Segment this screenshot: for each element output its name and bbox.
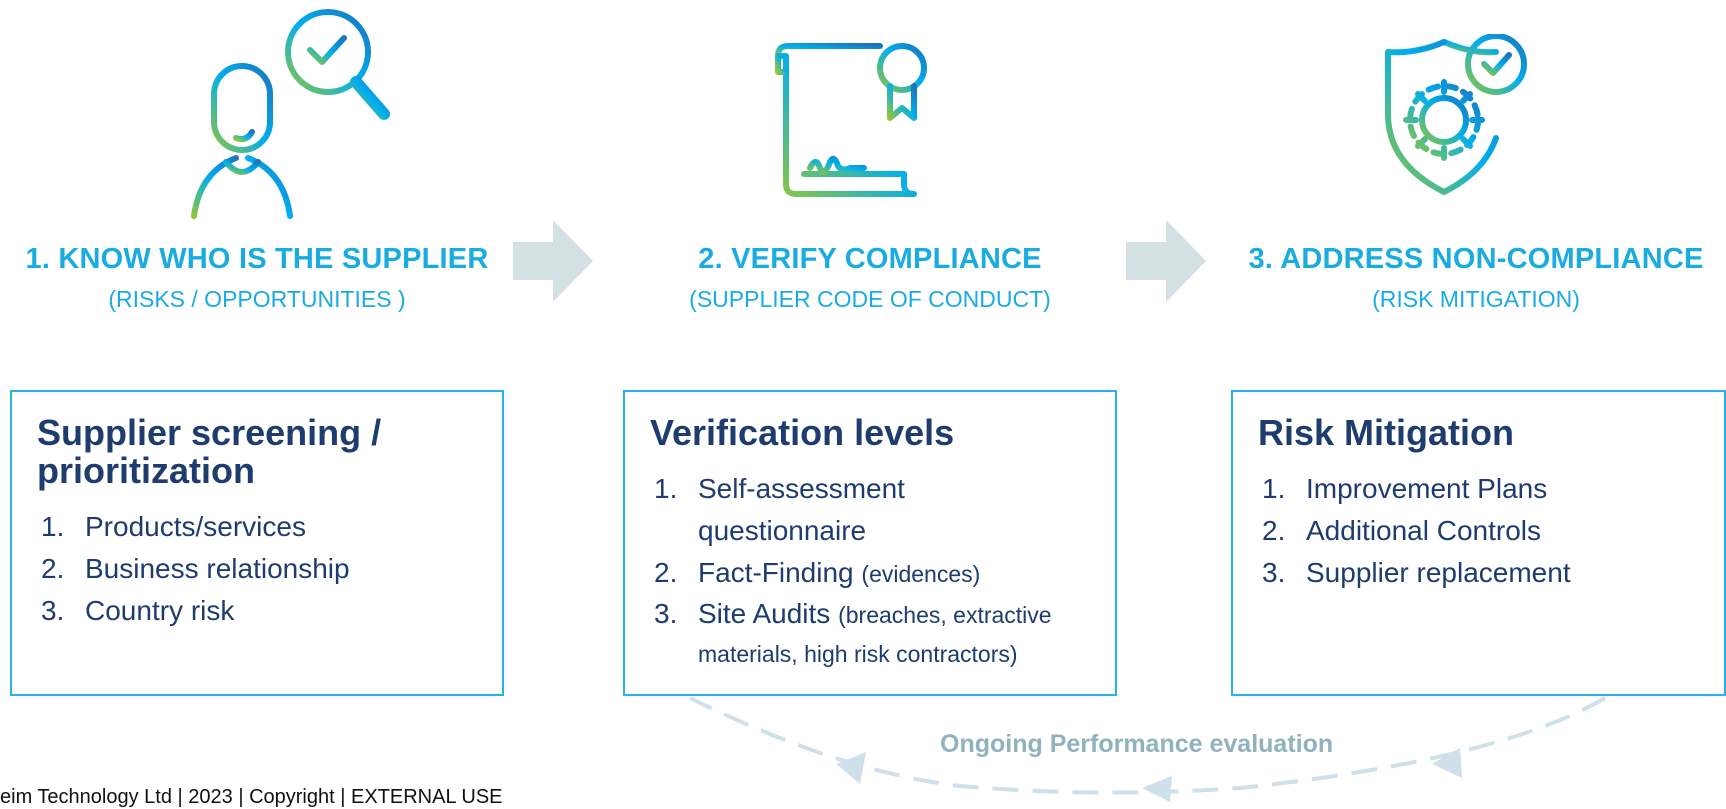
loop-label: Ongoing Performance evaluation xyxy=(940,730,1334,758)
box-title: Supplier screening / prioritization xyxy=(37,412,382,491)
verification-list: 1. Self-assessment questionnaire 2. Fact… xyxy=(650,468,1090,673)
footer-text: eim Technology Ltd | 2023 | Copyright | … xyxy=(0,786,503,808)
step-1-title: 1. KNOW WHO IS THE SUPPLIER xyxy=(25,243,489,275)
mitigation-list: 1. Improvement Plans 2. Additional Contr… xyxy=(1258,468,1571,594)
step-3-subtitle: (RISK MITIGATION) xyxy=(1372,286,1580,312)
list-item: 1. Self-assessment questionnaire xyxy=(654,473,905,546)
list-item: 1. Improvement Plans xyxy=(1262,473,1548,504)
list-item: 3. Country risk xyxy=(41,595,235,626)
risk-mitigation-box: Risk Mitigation 1. Improvement Plans 2. … xyxy=(1231,390,1726,696)
list-item: 1. Products/services xyxy=(41,511,306,542)
list-item: 2. Additional Controls xyxy=(1262,515,1542,546)
feedback-loop-arrow xyxy=(689,696,1607,802)
list-item: 2. Fact-Finding (evidences) xyxy=(654,557,981,588)
step-arrow-2 xyxy=(1126,220,1206,302)
certificate-icon xyxy=(775,43,927,197)
step-arrow-1 xyxy=(513,220,593,302)
box-title: Risk Mitigation xyxy=(1258,412,1515,453)
supplier-screening-box: Supplier screening / prioritization 1. P… xyxy=(10,390,504,696)
list-item: 2. Business relationship xyxy=(41,553,350,584)
step-3-title: 3. ADDRESS NON-COMPLIANCE xyxy=(1248,243,1704,275)
list-item: 3. Supplier replacement xyxy=(1262,557,1571,588)
shield-gear-icon xyxy=(1385,34,1527,195)
step-1-subtitle: (RISKS / OPPORTUNITIES ) xyxy=(108,286,406,312)
screening-list: 1. Products/services 2. Business relatio… xyxy=(37,506,350,632)
step-2-subtitle: (SUPPLIER CODE OF CONDUCT) xyxy=(689,286,1051,312)
verification-levels-box: Verification levels 1. Self-assessment q… xyxy=(623,390,1117,696)
list-item: 3. Site Audits (breaches, extractive mat… xyxy=(654,598,1052,667)
step-2-title: 2. VERIFY COMPLIANCE xyxy=(698,243,1042,275)
person-magnifier-icon xyxy=(191,9,390,219)
box-title: Verification levels xyxy=(650,412,955,453)
